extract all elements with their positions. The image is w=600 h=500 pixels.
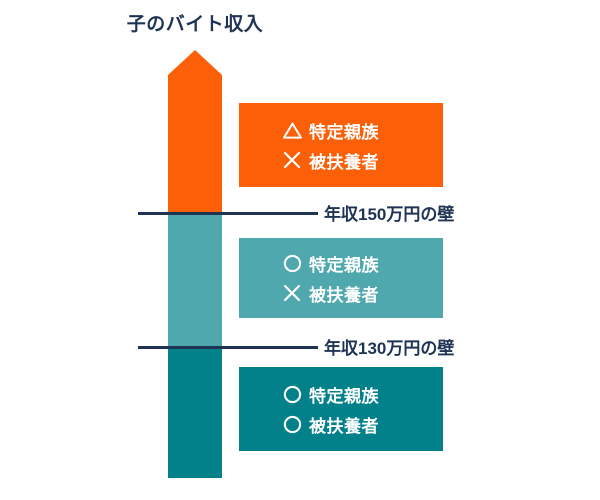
legend-row: 特定親族 [275, 115, 443, 145]
threshold-rule-icon [138, 212, 318, 215]
cross-icon [275, 284, 309, 302]
legend-label: 特定親族 [309, 386, 379, 406]
threshold-label-130: 年収130万円の壁 [324, 339, 455, 358]
threshold-label-150: 年収150万円の壁 [324, 205, 455, 224]
legend-row: 被扶養者 [275, 409, 443, 439]
legend-row: 特定親族 [275, 248, 443, 278]
legend-label: 特定親族 [309, 255, 379, 275]
circle-icon [275, 385, 309, 404]
income-arrow [168, 50, 222, 478]
legend-row: 被扶養者 [275, 278, 443, 308]
circle-icon [275, 254, 309, 273]
arrow-segment-130-to-150 [168, 213, 222, 347]
legend-box-above-150: 特定親族 被扶養者 [239, 103, 443, 187]
arrow-head-icon [168, 50, 222, 75]
legend-row: 特定親族 [275, 379, 443, 409]
legend-box-130-to-150: 特定親族 被扶養者 [239, 238, 443, 318]
triangle-icon [275, 122, 309, 139]
legend-label: 被扶養者 [309, 285, 379, 305]
legend-row: 被扶養者 [275, 145, 443, 175]
threshold-rule-icon [138, 346, 318, 349]
arrow-segment-below-130 [168, 347, 222, 478]
legend-label: 被扶養者 [309, 152, 379, 172]
cross-icon [275, 151, 309, 169]
circle-icon [275, 415, 309, 434]
page-title: 子のバイト収入 [126, 14, 264, 35]
legend-label: 被扶養者 [309, 416, 379, 436]
legend-label: 特定親族 [309, 122, 379, 142]
arrow-segment-above-150 [168, 75, 222, 213]
legend-box-below-130: 特定親族 被扶養者 [239, 367, 443, 451]
